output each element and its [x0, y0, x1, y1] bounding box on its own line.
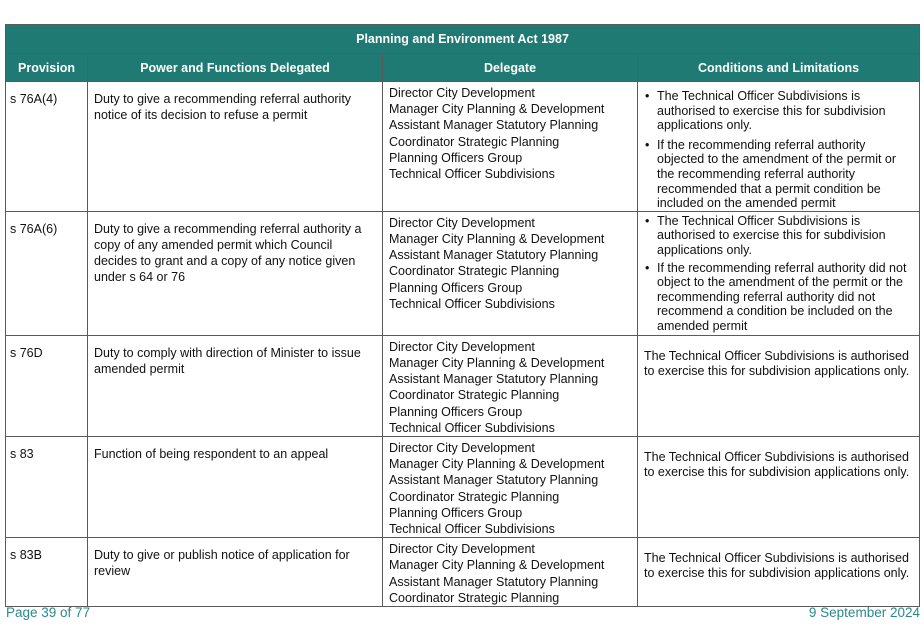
delegate-item: Planning Officers Group	[389, 505, 523, 520]
delegate-cell: Director City Development Manager City P…	[382, 537, 638, 607]
conditions-cell: The Technical Officer Subdivisions is au…	[636, 537, 921, 607]
power-cell: Duty to comply with direction of Ministe…	[87, 334, 383, 437]
delegate-item: Coordinator Strategic Planning	[389, 489, 560, 504]
conditions-cell: The Technical Officer Subdivisions is au…	[636, 81, 921, 212]
power-cell: Duty to give a recommending referral aut…	[87, 210, 383, 336]
column-header-conditions: Conditions and Limitations	[636, 53, 921, 82]
provision-cell: s 76D	[5, 334, 88, 437]
column-header-power: Power and Functions Delegated	[87, 53, 383, 82]
delegate-item: Director City Development	[389, 86, 535, 100]
delegate-cell: Director City Development Manager City P…	[382, 334, 638, 437]
delegate-item: Assistant Manager Statutory Planning	[389, 574, 599, 589]
delegate-item: Manager City Planning & Development	[389, 558, 605, 573]
delegate-item: Assistant Manager Statutory Planning	[389, 118, 599, 133]
delegate-item: Coordinator Strategic Planning	[389, 264, 560, 279]
delegate-item: Manager City Planning & Development	[389, 231, 605, 246]
delegate-item: Manager City Planning & Development	[389, 102, 605, 117]
delegate-item: Technical Officer Subdivisions	[389, 167, 555, 182]
column-header-provision: Provision	[5, 53, 88, 82]
act-title: Planning and Environment Act 1987	[4, 24, 921, 54]
table-row: s 76A(6) Duty to give a recommending ref…	[5, 210, 921, 336]
delegate-item: Director City Development	[389, 339, 535, 354]
delegate-item: Technical Officer Subdivisions	[389, 296, 555, 311]
conditions-list: The Technical Officer Subdivisions is au…	[644, 89, 915, 211]
delegate-item: Director City Development	[389, 542, 535, 557]
column-header-delegate: Delegate	[382, 53, 638, 82]
delegate-item: Coordinator Strategic Planning	[389, 590, 560, 605]
delegate-cell: Director City Development Manager City P…	[382, 81, 638, 212]
power-cell: Function of being respondent to an appea…	[87, 435, 383, 539]
table-row: s 83B Duty to give or publish notice of …	[5, 537, 921, 607]
delegate-item: Director City Development	[389, 215, 535, 230]
delegate-item: Manager City Planning & Development	[389, 457, 605, 472]
conditions-list: The Technical Officer Subdivisions is au…	[644, 214, 915, 334]
condition-item: The Technical Officer Subdivisions is au…	[644, 214, 915, 258]
delegation-table: Planning and Environment Act 1987 Provis…	[4, 24, 921, 607]
table-row: s 76A(4) Duty to give a recommending ref…	[5, 81, 921, 212]
delegate-cell: Director City Development Manager City P…	[382, 210, 638, 336]
delegate-item: Coordinator Strategic Planning	[389, 388, 560, 403]
condition-item: If the recommending referral authority d…	[644, 261, 915, 334]
delegate-item: Technical Officer Subdivisions	[389, 420, 555, 435]
delegate-item: Assistant Manager Statutory Planning	[389, 372, 599, 387]
delegate-item: Planning Officers Group	[389, 150, 523, 165]
condition-item: The Technical Officer Subdivisions is au…	[644, 89, 915, 133]
delegate-item: Assistant Manager Statutory Planning	[389, 248, 599, 263]
provision-cell: s 83B	[5, 537, 88, 607]
power-cell: Duty to give a recommending referral aut…	[87, 81, 383, 212]
delegate-item: Technical Officer Subdivisions	[389, 521, 555, 536]
provision-cell: s 76A(4)	[5, 81, 88, 212]
page-number: Page 39 of 77	[6, 605, 91, 620]
delegate-item: Coordinator Strategic Planning	[389, 134, 560, 149]
table-row: s 83 Function of being respondent to an …	[5, 435, 921, 539]
provision-cell: s 83	[5, 435, 88, 539]
conditions-cell: The Technical Officer Subdivisions is au…	[636, 435, 921, 539]
condition-item: If the recommending referral authority o…	[644, 138, 915, 211]
delegate-cell: Director City Development Manager City P…	[382, 435, 638, 539]
delegate-item: Planning Officers Group	[389, 280, 523, 295]
delegate-item: Assistant Manager Statutory Planning	[389, 473, 599, 488]
power-cell: Duty to give or publish notice of applic…	[87, 537, 383, 607]
delegate-item: Director City Development	[389, 440, 535, 455]
delegate-item: Planning Officers Group	[389, 404, 523, 419]
table-row: s 76D Duty to comply with direction of M…	[5, 334, 921, 437]
provision-cell: s 76A(6)	[5, 210, 88, 336]
document-date: 9 September 2024	[808, 605, 920, 620]
conditions-cell: The Technical Officer Subdivisions is au…	[636, 334, 921, 437]
conditions-cell: The Technical Officer Subdivisions is au…	[636, 210, 921, 336]
delegate-item: Manager City Planning & Development	[389, 355, 605, 370]
